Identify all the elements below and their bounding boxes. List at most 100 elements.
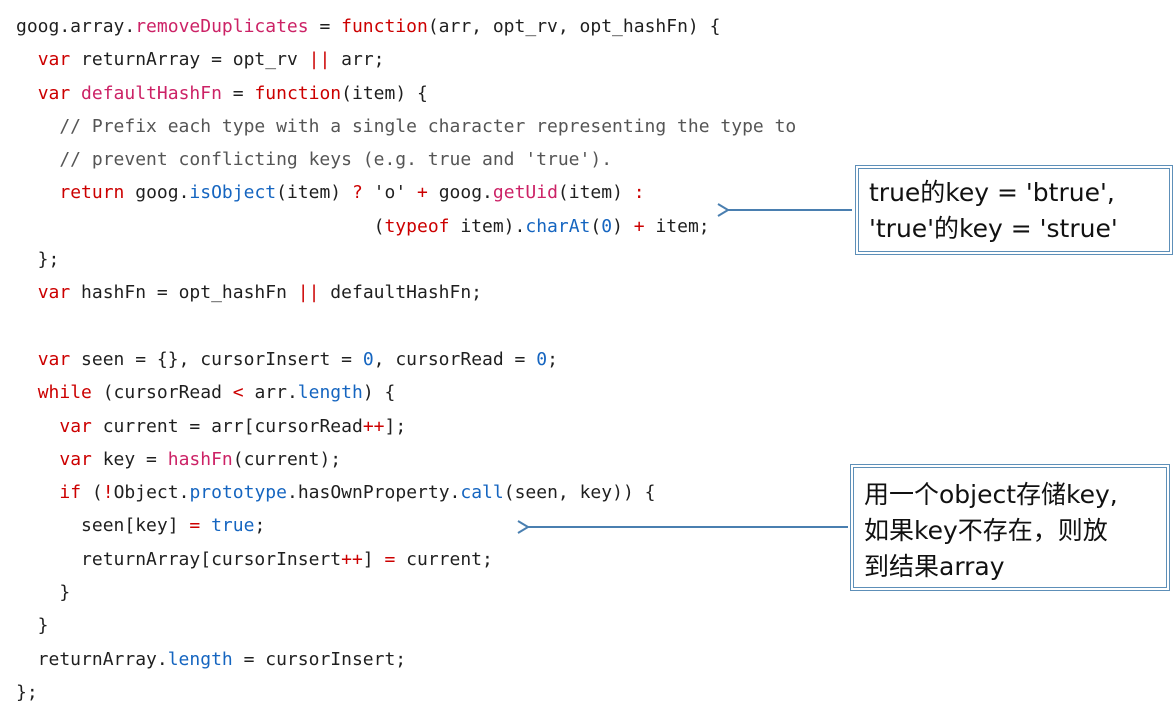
- code-line: goog.array.removeDuplicates = function(a…: [16, 10, 796, 43]
- code-line: seen[key] = true;: [16, 509, 796, 542]
- code-token: true: [211, 515, 255, 537]
- code-token: ||: [308, 49, 331, 71]
- code-token: returnArray.: [16, 648, 168, 670]
- code-line: // prevent conflicting keys (e.g. true a…: [16, 143, 796, 176]
- callout-text-line: 到结果array: [864, 552, 1005, 581]
- code-token: while: [37, 382, 92, 404]
- code-token: charAt: [525, 215, 591, 237]
- code-line: var key = hashFn(current);: [16, 443, 796, 476]
- code-line: returnArray.length = cursorInsert;: [16, 643, 796, 676]
- code-token: item).: [449, 215, 526, 237]
- code-token: function: [254, 82, 342, 104]
- code-line: };: [16, 243, 796, 276]
- code-token: returnArray = opt_rv: [70, 49, 309, 71]
- code-token: (arr, opt_rv, opt_hashFn) {: [427, 16, 721, 37]
- code-token: length: [297, 382, 363, 404]
- code-token: (seen, key)) {: [503, 482, 656, 504]
- code-token: !: [102, 482, 114, 504]
- code-token: +: [417, 182, 428, 204]
- code-token: =: [189, 515, 201, 537]
- code-token: ++: [362, 415, 385, 437]
- code-token: };: [16, 249, 60, 271]
- code-token: ): [612, 215, 634, 237]
- callout-text-line: 用一个object存储key,: [864, 480, 1118, 509]
- code-token: ||: [297, 282, 320, 304]
- code-token: };: [16, 681, 38, 703]
- code-token: var: [37, 282, 71, 304]
- code-token: // prevent conflicting keys (e.g. true a…: [16, 149, 613, 171]
- code-token: goog.array.: [16, 16, 136, 37]
- code-token: ;: [547, 348, 558, 370]
- code-line: var defaultHashFn = function(item) {: [16, 77, 796, 110]
- code-token: seen = {}, cursorInsert =: [70, 348, 363, 370]
- code-token: (: [81, 482, 103, 504]
- callout-object-store: 用一个object存储key, 如果key不存在，则放 到结果array: [853, 467, 1167, 588]
- code-token: defaultHashFn: [81, 82, 222, 104]
- code-token: length: [167, 648, 233, 670]
- code-token: item;: [644, 215, 710, 237]
- code-token: getUid: [492, 182, 558, 204]
- code-line: }: [16, 576, 796, 609]
- code-token: = cursorInsert;: [232, 648, 407, 670]
- code-line: while (cursorRead < arr.length) {: [16, 376, 796, 409]
- code-token: }: [16, 582, 71, 604]
- code-token: (item): [276, 182, 352, 204]
- code-token: 0: [362, 348, 374, 370]
- code-token: ]: [362, 548, 385, 570]
- code-line: }: [16, 609, 796, 642]
- code-token: +: [633, 215, 645, 237]
- code-token: prototype: [189, 482, 287, 504]
- code-token: (item) {: [341, 82, 428, 104]
- code-token: 'o': [362, 182, 418, 204]
- code-token: goog.: [427, 182, 493, 204]
- code-token: .hasOwnProperty.: [286, 482, 461, 504]
- code-token: ?: [351, 182, 363, 204]
- code-token: var: [37, 82, 71, 104]
- code-token: , cursorRead =: [373, 348, 537, 370]
- code-token: =: [221, 82, 255, 104]
- callout-true-key: true的key = 'btrue', 'true'的key = 'strue': [858, 168, 1170, 252]
- code-token: current = arr[cursorRead: [91, 415, 363, 437]
- code-token: }: [16, 615, 49, 637]
- code-token: arr;: [330, 49, 385, 71]
- code-block: goog.array.removeDuplicates = function(a…: [16, 10, 796, 709]
- code-token: (: [16, 215, 385, 237]
- code-line: if (!Object.prototype.hasOwnProperty.cal…: [16, 476, 796, 509]
- code-token: hashFn = opt_hashFn: [70, 282, 298, 304]
- code-line: returnArray[cursorInsert++] = current;: [16, 543, 796, 576]
- code-line: var current = arr[cursorRead++];: [16, 410, 796, 443]
- code-token: ) {: [362, 382, 396, 404]
- code-token: (cursorRead: [91, 382, 233, 404]
- code-token: =: [384, 548, 396, 570]
- code-token: current;: [395, 548, 493, 570]
- code-token: function: [341, 16, 428, 37]
- code-token: var: [59, 448, 92, 470]
- code-line: return goog.isObject(item) ? 'o' + goog.…: [16, 176, 796, 209]
- code-token: (: [590, 215, 602, 237]
- code-token: return: [59, 182, 125, 204]
- code-token: (current);: [232, 448, 342, 470]
- code-token: removeDuplicates: [135, 16, 309, 37]
- code-line: var returnArray = opt_rv || arr;: [16, 43, 796, 76]
- code-token: var: [59, 415, 92, 437]
- code-token: call: [460, 482, 504, 504]
- code-line: var hashFn = opt_hashFn || defaultHashFn…: [16, 276, 796, 309]
- code-token: defaultHashFn;: [319, 282, 483, 304]
- code-token: 0: [536, 348, 548, 370]
- code-token: if: [59, 482, 82, 504]
- code-token: 0: [601, 215, 613, 237]
- code-token: isObject: [189, 182, 277, 204]
- code-token: goog.: [124, 182, 190, 204]
- code-line: (typeof item).charAt(0) + item;: [16, 210, 796, 243]
- code-token: =: [308, 16, 342, 37]
- code-token: typeof: [384, 215, 450, 237]
- code-token: returnArray[cursorInsert: [16, 548, 342, 570]
- code-line: // Prefix each type with a single charac…: [16, 110, 796, 143]
- code-token: ++: [341, 548, 363, 570]
- code-token: ;: [254, 515, 266, 537]
- code-token: // Prefix each type with a single charac…: [16, 115, 797, 137]
- code-token: :: [633, 182, 645, 204]
- code-token: var: [37, 348, 71, 370]
- code-token: arr.: [243, 382, 298, 404]
